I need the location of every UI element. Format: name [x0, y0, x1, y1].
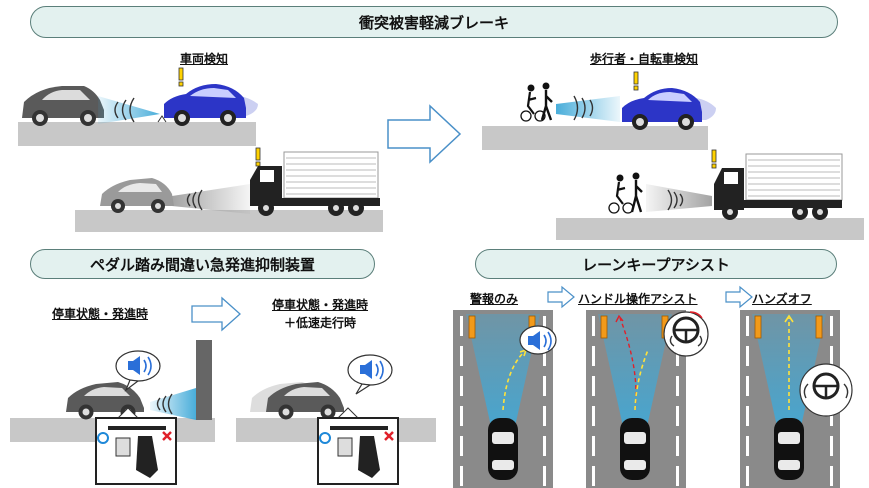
warning-only-label: 警報のみ: [470, 292, 519, 306]
road-platform: [556, 218, 864, 240]
lka-road-hands-off: [740, 310, 853, 488]
cross-icon: [162, 431, 172, 441]
wall: [196, 340, 212, 420]
pedal-scene-low-speed: [236, 354, 436, 485]
radar-waves: [186, 189, 203, 211]
lane-marker: [468, 315, 476, 339]
lka-road-warning-only: [453, 310, 557, 488]
arrow-right-icon: [547, 285, 575, 309]
vehicle-detection-label: 車両検知: [180, 52, 229, 66]
road-platform: [18, 122, 256, 146]
warning-icon: [178, 67, 184, 87]
road-platform: [75, 210, 383, 232]
radar-waves: [156, 393, 173, 415]
warning-icon: [633, 71, 639, 91]
gray-radar-beam: [646, 184, 712, 212]
cross-icon: [384, 431, 394, 441]
trajectory: [502, 351, 525, 411]
steering-wheel-icon: [799, 363, 853, 417]
silver-car: [100, 178, 174, 213]
check-circle-icon: [97, 432, 109, 444]
radar-beam: [98, 96, 160, 124]
corrected-trajectory: [634, 349, 649, 411]
speaker-icon: [519, 325, 557, 355]
detection-area: [598, 314, 672, 440]
lane-marker: [600, 315, 608, 339]
low-speed-label-line1: 停車状態・発進時: [272, 298, 369, 312]
arrow-right-icon: [725, 285, 753, 309]
radar-beam: [150, 388, 196, 420]
detected-blue-car: [164, 84, 258, 126]
speaker-icon: [115, 350, 161, 392]
detected-blue-car: [622, 88, 716, 130]
lka-section-title: レーンキープアシスト: [582, 255, 730, 274]
truck: [250, 151, 380, 216]
gray-radar-beam: [172, 184, 250, 214]
cyclist-and-pedestrian: [520, 82, 553, 122]
car-top-view: [620, 418, 650, 480]
speaker-icon: [347, 354, 393, 395]
warning-icon: [255, 147, 261, 167]
pedestrian-detection-scene: [482, 71, 716, 150]
lane-marker: [754, 315, 762, 339]
pedestrian-detection-label: 歩行者・自転車検知: [590, 52, 699, 66]
aeb-section-title: 衝突被害軽減ブレーキ: [358, 13, 509, 32]
detection-area: [752, 314, 826, 440]
radar-waves: [114, 97, 135, 123]
low-speed-label-line2: ＋低速走行時: [284, 316, 357, 330]
motion-blur-car: [250, 382, 344, 420]
gray-car: [22, 86, 104, 126]
pedal-section-banner: ペダル踏み間違い急発進抑制装置: [30, 249, 375, 279]
radar-waves: [667, 189, 684, 211]
check-circle-icon: [319, 432, 331, 444]
aeb-section-banner: 衝突被害軽減ブレーキ: [30, 6, 838, 38]
hands-off-label: ハンズオフ: [752, 292, 812, 306]
lka-section-banner: レーンキープアシスト: [475, 249, 837, 279]
stop-start-label: 停車状態・発進時: [52, 307, 149, 321]
radar-waves: [573, 95, 594, 121]
cyclist-and-pedestrian: [608, 172, 643, 214]
pedal-icon: [317, 407, 399, 485]
radar-beam: [556, 96, 620, 122]
road-platform: [482, 126, 708, 150]
truck-detection-scene: [75, 147, 383, 232]
steering-assist-label: ハンドル操作アシスト: [578, 292, 698, 306]
warning-icon: [711, 149, 717, 169]
contact-mark: [157, 115, 167, 123]
steering-wheel-icon: [663, 311, 709, 357]
pedal-section-title: ペダル踏み間違い急発進抑制装置: [89, 255, 315, 274]
car-top-view: [774, 418, 804, 480]
lane-marker: [815, 315, 823, 339]
arrow-right-icon: [387, 104, 462, 164]
arrow-right-icon: [191, 296, 241, 332]
truck-pedestrian-scene: [556, 149, 864, 240]
truck: [714, 153, 843, 220]
vehicle-detection-scene: [18, 67, 258, 146]
pedal-icon: [95, 407, 177, 485]
pedal-scene-stopped: [10, 340, 215, 485]
car-top-view: [488, 418, 518, 480]
lka-road-steering-assist: [586, 310, 709, 488]
